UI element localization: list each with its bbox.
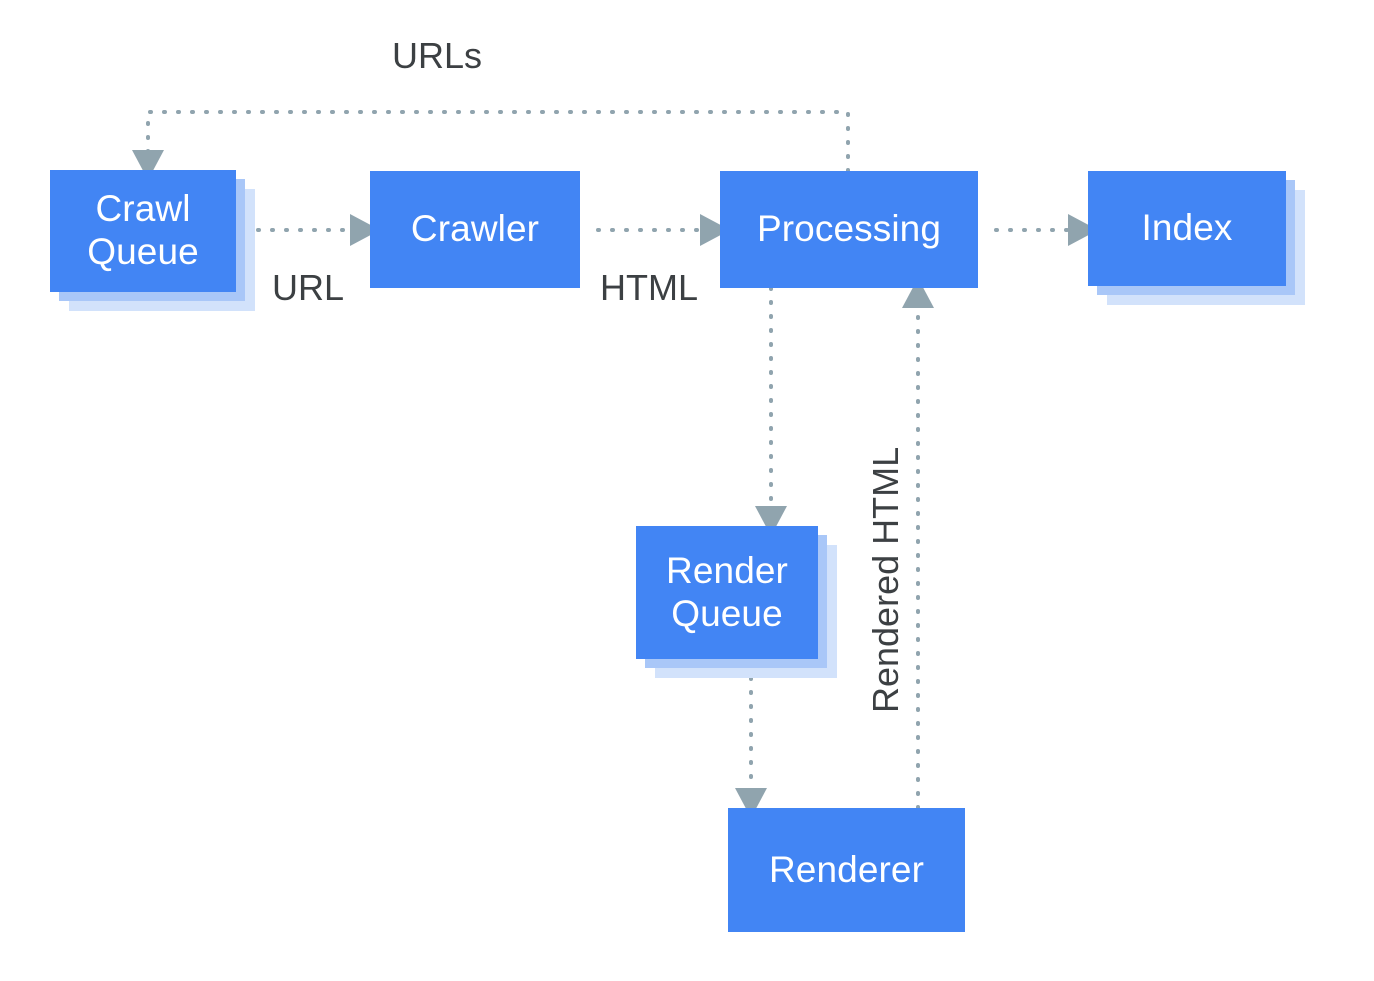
node-label-render-queue: Render Queue	[666, 549, 788, 634]
node-label-crawl-queue: Crawl Queue	[87, 188, 199, 272]
node-processing[interactable]: Processing	[720, 171, 978, 288]
node-crawl-queue[interactable]: Crawl Queue	[50, 170, 255, 311]
node-label-renderer: Renderer	[768, 848, 925, 890]
edge-processing-to-crawl-queue	[132, 110, 850, 180]
node-index[interactable]: Index	[1088, 171, 1305, 305]
edge-label-urls: URLs	[392, 35, 483, 76]
edge-label-url: URL	[272, 267, 345, 308]
edge-label-rendered-html: Rendered HTML	[865, 446, 906, 713]
node-label-index: Index	[1141, 207, 1233, 249]
node-crawler[interactable]: Crawler	[370, 171, 580, 288]
node-face: Renderer	[728, 808, 965, 932]
node-face: Crawler	[370, 171, 580, 288]
node-label-crawler: Crawler	[410, 208, 540, 250]
node-renderer[interactable]: Renderer	[728, 808, 965, 932]
node-render-queue[interactable]: Render Queue	[636, 526, 837, 678]
node-face: Render Queue	[636, 526, 818, 659]
edge-label-html: HTML	[600, 267, 698, 308]
node-label-processing: Processing	[756, 208, 942, 250]
node-face: Processing	[720, 171, 978, 288]
node-face: Crawl Queue	[50, 170, 236, 292]
node-face: Index	[1088, 171, 1286, 286]
